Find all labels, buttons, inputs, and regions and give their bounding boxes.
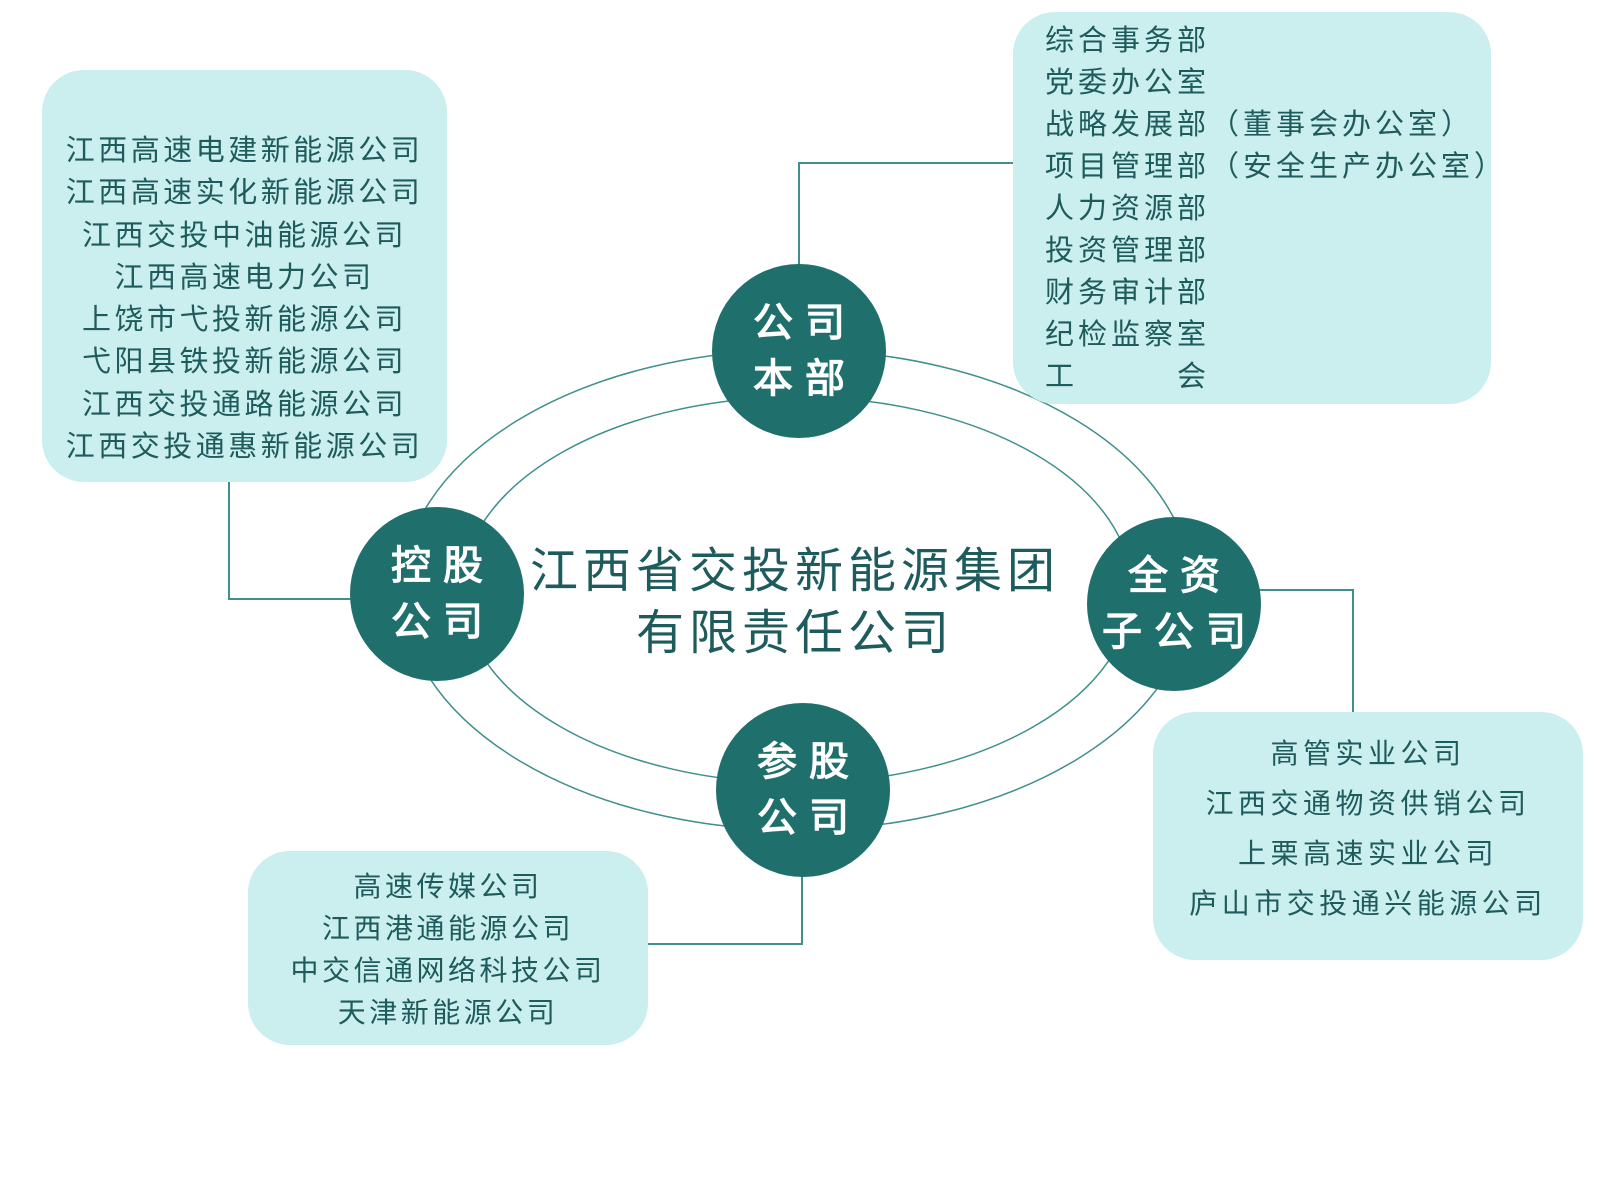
list-item: 江西港通能源公司 (321, 912, 574, 945)
participating-companies-box: 高速传媒公司 江西港通能源公司 中交信通网络科技公司 天津新能源公司 (248, 851, 648, 1045)
list-item: 高管实业公司 (1270, 737, 1466, 770)
node-label: 公司 (753, 299, 857, 346)
list-item: 战略发展部（董事会办公室） (1045, 107, 1475, 141)
node-label: 参股 (757, 738, 861, 785)
list-item: 江西交投通路能源公司 (81, 386, 407, 421)
list-item: 江西高速实化新能源公司 (65, 175, 424, 210)
connector-holding (228, 482, 352, 600)
list-item: 工 会 (1045, 359, 1211, 393)
list-item: 财务审计部 (1045, 275, 1211, 309)
node-participating-companies: 参股 公司 (716, 703, 890, 877)
list-item: 上饶市弋投新能源公司 (81, 302, 407, 337)
node-label: 控股 (391, 542, 495, 589)
title-line: 有限责任公司 (635, 605, 954, 661)
list-item: 项目管理部（安全生产办公室） (1045, 149, 1508, 183)
group-name-title: 江西省交投新能源集团 有限责任公司 (520, 540, 1070, 664)
list-item: 江西交投中油能源公司 (81, 217, 407, 252)
list-item: 天津新能源公司 (337, 996, 559, 1029)
holding-companies-box: 江西高速电建新能源公司 江西高速实化新能源公司 江西交投中油能源公司 江西高速电… (42, 70, 447, 482)
list-item: 高速传媒公司 (353, 870, 543, 903)
node-label: 本部 (753, 355, 857, 402)
node-wholly-owned-subsidiaries: 全资 子公司 (1087, 517, 1261, 691)
list-item: 中交信通网络科技公司 (290, 954, 606, 987)
list-item: 党委办公室 (1045, 65, 1211, 99)
node-headquarters: 公司 本部 (712, 264, 886, 438)
node-label: 全资 (1128, 552, 1232, 599)
list-item: 庐山市交投通兴能源公司 (1189, 887, 1547, 920)
node-holding-companies: 控股 公司 (350, 507, 524, 681)
wholly-owned-subsidiaries-box: 高管实业公司 江西交通物资供销公司 上栗高速实业公司 庐山市交投通兴能源公司 (1153, 712, 1583, 960)
headquarters-departments-box: 综合事务部 党委办公室 战略发展部（董事会办公室） 项目管理部（安全生产办公室）… (1013, 12, 1508, 404)
list-item: 上栗高速实业公司 (1237, 837, 1498, 870)
connector-part (648, 875, 803, 945)
list-item: 综合事务部 (1045, 23, 1211, 57)
list-item: 江西交通物资供销公司 (1205, 787, 1531, 820)
list-item: 人力资源部 (1045, 191, 1211, 225)
node-label: 公司 (391, 598, 495, 645)
list-item: 投资管理部 (1045, 233, 1211, 267)
list-item: 江西高速电力公司 (114, 259, 375, 294)
title-line: 江西省交投新能源集团 (529, 543, 1060, 599)
connector-hq (798, 162, 1013, 266)
node-label: 子公司 (1102, 608, 1258, 655)
node-label: 公司 (757, 794, 861, 841)
list-item: 江西交投通惠新能源公司 (65, 429, 424, 464)
list-item: 弋阳县铁投新能源公司 (81, 344, 407, 379)
list-item: 纪检监察室 (1045, 317, 1211, 351)
connector-whole (1258, 589, 1354, 712)
list-item: 江西高速电建新能源公司 (65, 133, 424, 167)
